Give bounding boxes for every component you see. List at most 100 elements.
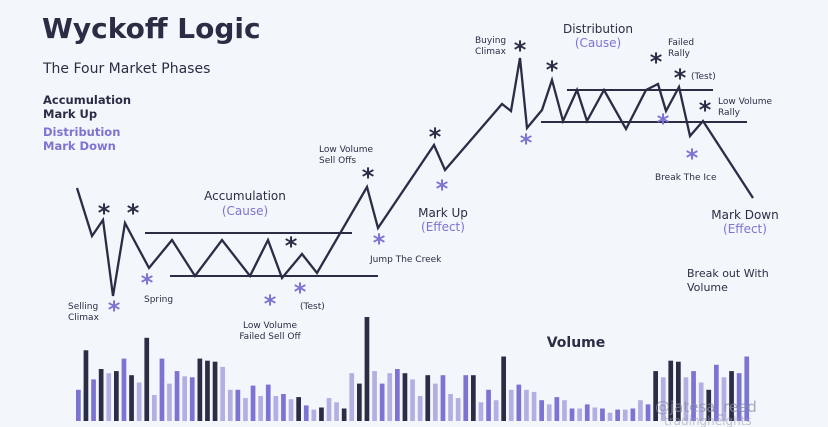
volume-bar (334, 402, 339, 421)
phase-label-mark-down: Mark Down (711, 208, 778, 222)
volume-bar (668, 360, 674, 421)
volume-bar (197, 358, 203, 421)
volume-bar (660, 377, 666, 421)
volume-bar (227, 389, 233, 421)
price-path (75, 57, 754, 297)
volume-bar (455, 398, 461, 421)
legend-distribution: Distribution (43, 125, 121, 139)
label-failed-rally: Failed (668, 38, 694, 48)
watermark-sub: tradingheights (664, 414, 752, 427)
volume-bar (136, 382, 142, 421)
volume-bar (638, 400, 643, 421)
volume-bar (319, 407, 324, 421)
subtitle: The Four Market Phases (43, 61, 211, 77)
star-marker: * (98, 199, 111, 227)
volume-bar (121, 358, 127, 421)
volume-bar (584, 404, 590, 421)
volume-bar (653, 371, 658, 421)
star-marker: * (429, 123, 442, 151)
volume-bar (501, 356, 506, 421)
volume-bar (425, 375, 431, 421)
volume-bar (531, 391, 537, 421)
volume-bar (250, 385, 256, 421)
volume-bar (379, 383, 385, 421)
phase-label-distribution-cause: (Cause) (575, 36, 621, 50)
star-marker: * (127, 199, 140, 227)
volume-bar (440, 375, 446, 421)
volume-bar (76, 389, 81, 421)
volume-bar (303, 405, 309, 421)
volume-bar (417, 396, 423, 421)
label-selling-climax: Selling (68, 302, 98, 312)
volume-bar (311, 409, 317, 421)
volume-bar (516, 384, 522, 421)
volume-bar (698, 382, 704, 421)
star-marker: * (362, 163, 375, 191)
label-low-volume-sell-offs: Low Volume (319, 145, 374, 155)
phase-label-accumulation: Accumulation (204, 189, 286, 203)
star-marker: * (686, 144, 699, 172)
volume-bar (281, 394, 286, 421)
volume-bar (463, 375, 469, 421)
volume-bar (433, 383, 438, 421)
volume-bar (546, 404, 552, 421)
label-test: (Test) (691, 72, 716, 82)
volume-bar (600, 408, 605, 421)
volume-bar (114, 371, 119, 421)
label-break-the-ice: Break The Ice (655, 173, 717, 183)
legend-mark-down: Mark Down (43, 139, 116, 153)
phase-label-mark-down-effect: (Effect) (723, 222, 767, 236)
label-selling-climax: Climax (68, 313, 100, 323)
label-breakout-with-volume: Volume (687, 281, 728, 294)
star-marker: * (514, 36, 527, 64)
volume-bar (729, 371, 734, 421)
volume-bar (554, 397, 560, 421)
volume-bar (174, 371, 180, 421)
volume-bar (144, 337, 150, 421)
volume-bars (76, 317, 750, 421)
volume-bar (562, 400, 567, 421)
volume-bar (683, 377, 689, 421)
label-low-volume-sell-offs: Sell Offs (319, 156, 356, 166)
label-test: (Test) (300, 302, 325, 312)
star-marker: * (657, 109, 670, 137)
watermark: @jatesa_reed (655, 398, 757, 417)
volume-bar (645, 404, 651, 421)
volume-bar (524, 389, 529, 421)
star-marker: * (285, 232, 298, 260)
volume-bar (493, 400, 499, 421)
volume-bar (258, 396, 263, 421)
volume-bar (341, 408, 347, 421)
volume-bar (539, 400, 544, 421)
volume-bar (721, 377, 727, 421)
volume-bar (182, 376, 187, 421)
volume-bar (714, 364, 719, 421)
volume-bar (569, 408, 575, 421)
volume-bar (478, 402, 484, 421)
volume-bar (592, 407, 598, 421)
volume-bar (372, 371, 377, 421)
volume-bar (152, 395, 157, 421)
phase-label-mark-up: Mark Up (418, 206, 468, 220)
volume-bar (129, 375, 134, 421)
volume-bar (402, 373, 408, 421)
volume-bar (691, 371, 696, 421)
volume-bar (607, 412, 613, 421)
title: Wyckoff Logic (42, 12, 261, 45)
phase-label-distribution: Distribution (563, 22, 633, 36)
volume-bar (167, 383, 172, 421)
volume-bar (288, 399, 294, 421)
star-marker: * (520, 129, 533, 157)
label-low-volume-rally: Rally (718, 108, 741, 118)
star-marker: * (436, 175, 449, 203)
phase-label-accumulation-cause: (Cause) (222, 204, 268, 218)
label-breakout-with-volume: Break out With (687, 267, 769, 280)
volume-bar (235, 389, 241, 421)
volume-bar (622, 409, 628, 421)
volume-bar (159, 358, 165, 421)
volume-bar (364, 317, 370, 421)
star-marker: * (141, 269, 154, 297)
label-low-volume-failed-sell-off: Failed Sell Off (239, 332, 301, 342)
volume-bar (486, 389, 491, 421)
